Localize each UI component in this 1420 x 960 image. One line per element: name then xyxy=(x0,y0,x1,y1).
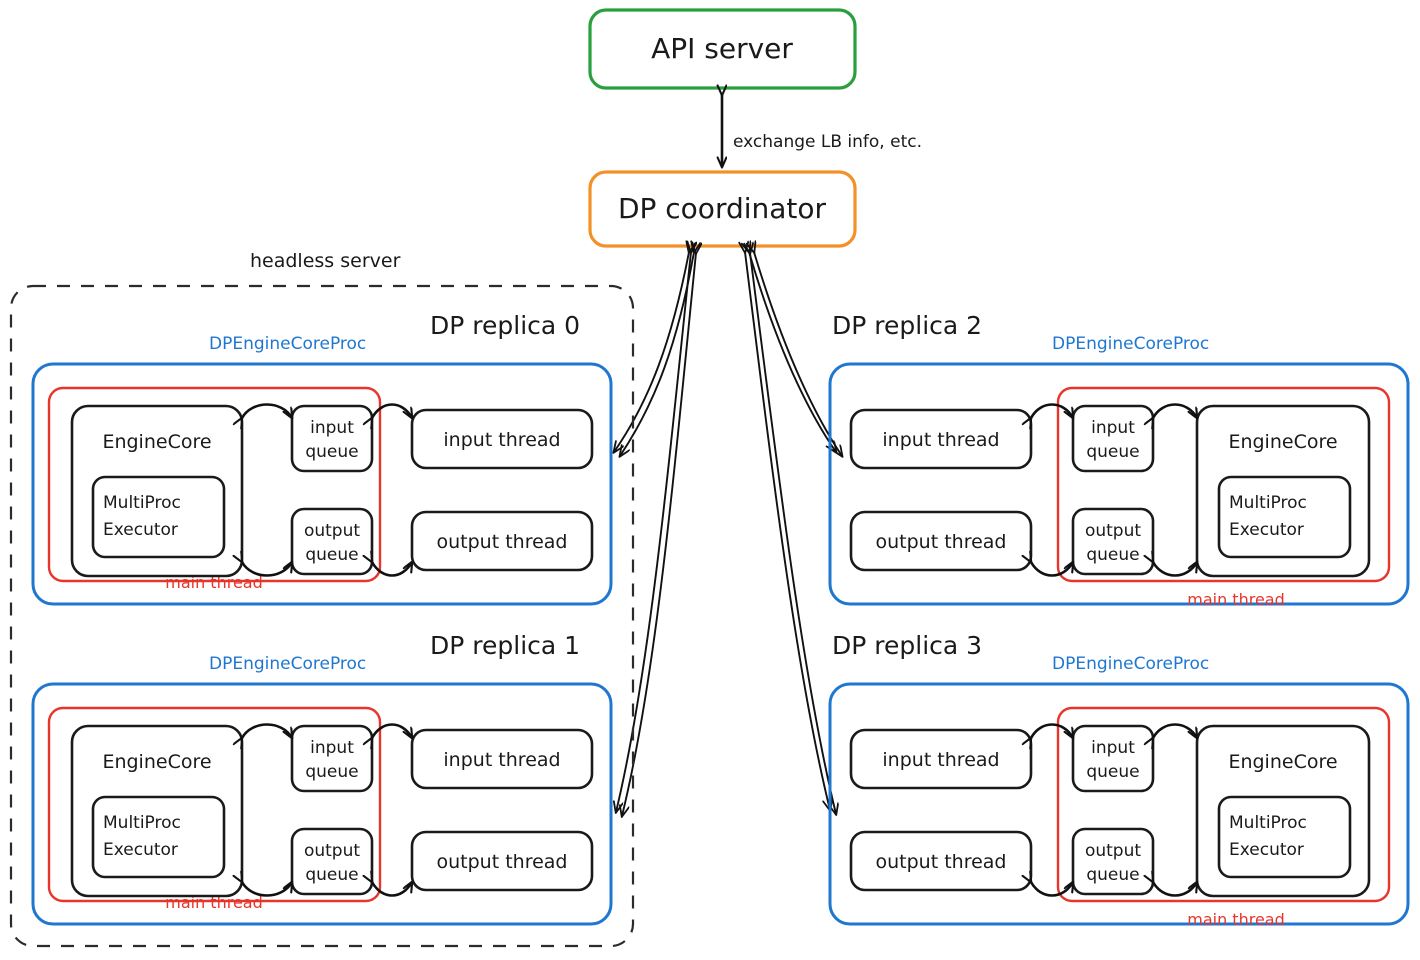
svg-text:input: input xyxy=(1091,738,1135,758)
svg-text:queue: queue xyxy=(1086,762,1139,782)
headless-server-boundary xyxy=(9,284,635,948)
svg-text:output thread: output thread xyxy=(876,851,1007,873)
dp-replica-3-proc-box xyxy=(828,682,1410,926)
dp-replica-3-output-thread[interactable]: output thread xyxy=(849,830,1033,892)
svg-text:MultiProc: MultiProc xyxy=(103,813,181,833)
headless-server-label: headless server xyxy=(250,250,401,272)
dp-replica-2-main-thread-box xyxy=(1056,386,1391,583)
svg-text:MultiProc: MultiProc xyxy=(1229,813,1307,833)
dp-replica-0-engine-core-label: EngineCore xyxy=(102,431,211,453)
api-server-box[interactable]: API server xyxy=(588,8,857,90)
dp-replica-1-proc-box xyxy=(31,682,613,926)
svg-text:Executor: Executor xyxy=(1229,520,1304,540)
dp-replica-0-input-queue[interactable]: input queue xyxy=(290,404,374,473)
svg-text:output: output xyxy=(1085,841,1141,861)
dp-replica-3-title: DP replica 3 xyxy=(832,631,982,660)
svg-text:Executor: Executor xyxy=(103,520,178,540)
svg-text:input: input xyxy=(1091,418,1135,438)
dp-replica-1-main-thread-box xyxy=(47,706,382,903)
api-server-label: API server xyxy=(651,32,793,65)
dp-replica-0-input-thread[interactable]: input thread xyxy=(410,408,594,470)
dp-replica-0-multiproc-executor[interactable] xyxy=(91,475,226,559)
svg-text:output thread: output thread xyxy=(437,531,568,553)
dp-replica-0-main-thread-box xyxy=(47,386,382,583)
dp-replica-2-input-thread[interactable]: input thread xyxy=(849,408,1033,470)
dp-replica-3-connectors xyxy=(1031,723,1197,897)
svg-text:Executor: Executor xyxy=(103,840,178,860)
dp-replica-1-output-thread[interactable]: output thread xyxy=(410,830,594,892)
dp-replica-1-engine-core-label: EngineCore xyxy=(102,751,211,773)
svg-text:queue: queue xyxy=(305,762,358,782)
dp-replica-0-output-queue[interactable]: output queue xyxy=(290,507,374,576)
svg-text:input: input xyxy=(310,418,354,438)
dp-replica-2[interactable]: DP replica 2 DPEngineCoreProc main threa… xyxy=(828,311,1410,609)
dp-replica-0-output-thread[interactable]: output thread xyxy=(410,510,594,572)
dp-replica-2-output-thread[interactable]: output thread xyxy=(849,510,1033,572)
dp-coordinator-label: DP coordinator xyxy=(618,192,827,225)
dp-replica-1-multiproc-executor[interactable] xyxy=(91,795,226,879)
dp-replica-1-output-queue[interactable]: output queue xyxy=(290,827,374,896)
dp-replica-2-proc-box xyxy=(828,362,1410,606)
svg-text:queue: queue xyxy=(1086,442,1139,462)
dp-replica-2-connectors xyxy=(1031,403,1197,577)
svg-text:output thread: output thread xyxy=(876,531,1007,553)
svg-text:output: output xyxy=(1085,521,1141,541)
dp-replica-2-title: DP replica 2 xyxy=(832,311,982,340)
dp-replica-0-connectors xyxy=(242,403,412,577)
dp-replica-3-main-thread-label: main thread xyxy=(1187,910,1285,929)
svg-text:MultiProc: MultiProc xyxy=(1229,493,1307,513)
dp-replica-1-main-thread-label: main thread xyxy=(165,893,263,912)
svg-text:input thread: input thread xyxy=(443,429,560,451)
dp-replica-3-engine-core-label: EngineCore xyxy=(1228,751,1337,773)
dp-replica-0-title: DP replica 0 xyxy=(430,311,580,340)
svg-text:queue: queue xyxy=(1086,865,1139,885)
coordinator-replica-connectors xyxy=(614,252,842,816)
exchange-info-label: exchange LB info, etc. xyxy=(733,132,922,152)
svg-text:output thread: output thread xyxy=(437,851,568,873)
dp-replica-1-engine-core[interactable]: EngineCore MultiProc Executor xyxy=(70,724,244,898)
dp-replica-0-proc-box xyxy=(31,362,613,606)
dp-replica-3-input-thread[interactable]: input thread xyxy=(849,728,1033,790)
dp-replica-1-connectors xyxy=(242,723,412,897)
svg-text:input: input xyxy=(310,738,354,758)
svg-text:Executor: Executor xyxy=(1229,840,1304,860)
svg-text:queue: queue xyxy=(305,865,358,885)
dp-replica-3-main-thread-box xyxy=(1056,706,1391,903)
dp-replica-2-engine-core[interactable]: EngineCore MultiProc Executor xyxy=(1195,404,1371,578)
dp-replica-0-engine-core[interactable]: EngineCore MultiProc Executor xyxy=(70,404,244,578)
svg-text:input thread: input thread xyxy=(443,749,560,771)
dp-replica-3-engine-core[interactable]: EngineCore MultiProc Executor xyxy=(1195,724,1371,898)
dp-replica-2-multiproc-executor[interactable] xyxy=(1217,475,1352,559)
dp-replica-0-proc-label: DPEngineCoreProc xyxy=(209,334,366,354)
dp-replica-3-proc-label: DPEngineCoreProc xyxy=(1052,654,1209,674)
dp-replica-2-engine-core-label: EngineCore xyxy=(1228,431,1337,453)
dp-replica-0-main-thread-label: main thread xyxy=(165,573,263,592)
dp-replica-2-main-thread-label: main thread xyxy=(1187,590,1285,609)
svg-text:queue: queue xyxy=(305,545,358,565)
svg-text:output: output xyxy=(304,841,360,861)
dp-replica-1[interactable]: DP replica 1 DPEngineCoreProc main threa… xyxy=(31,631,613,926)
dp-replica-1-proc-label: DPEngineCoreProc xyxy=(209,654,366,674)
svg-text:queue: queue xyxy=(1086,545,1139,565)
dp-replica-2-proc-label: DPEngineCoreProc xyxy=(1052,334,1209,354)
svg-text:queue: queue xyxy=(305,442,358,462)
dp-replica-2-output-queue[interactable]: output queue xyxy=(1071,507,1155,576)
svg-text:input thread: input thread xyxy=(882,429,999,451)
dp-replica-3[interactable]: DP replica 3 DPEngineCoreProc main threa… xyxy=(828,631,1410,929)
dp-replica-1-title: DP replica 1 xyxy=(430,631,580,660)
dp-replica-1-input-thread[interactable]: input thread xyxy=(410,728,594,790)
svg-text:input thread: input thread xyxy=(882,749,999,771)
dp-coordinator-box[interactable]: DP coordinator xyxy=(588,170,857,248)
svg-text:MultiProc: MultiProc xyxy=(103,493,181,513)
dp-replica-0[interactable]: DP replica 0 DPEngineCoreProc main threa… xyxy=(31,311,613,606)
dp-replica-1-input-queue[interactable]: input queue xyxy=(290,724,374,793)
svg-text:output: output xyxy=(304,521,360,541)
dp-replica-3-output-queue[interactable]: output queue xyxy=(1071,827,1155,896)
dp-replica-2-input-queue[interactable]: input queue xyxy=(1071,404,1155,473)
dp-replica-3-multiproc-executor[interactable] xyxy=(1217,795,1352,879)
dp-replica-3-input-queue[interactable]: input queue xyxy=(1071,724,1155,793)
